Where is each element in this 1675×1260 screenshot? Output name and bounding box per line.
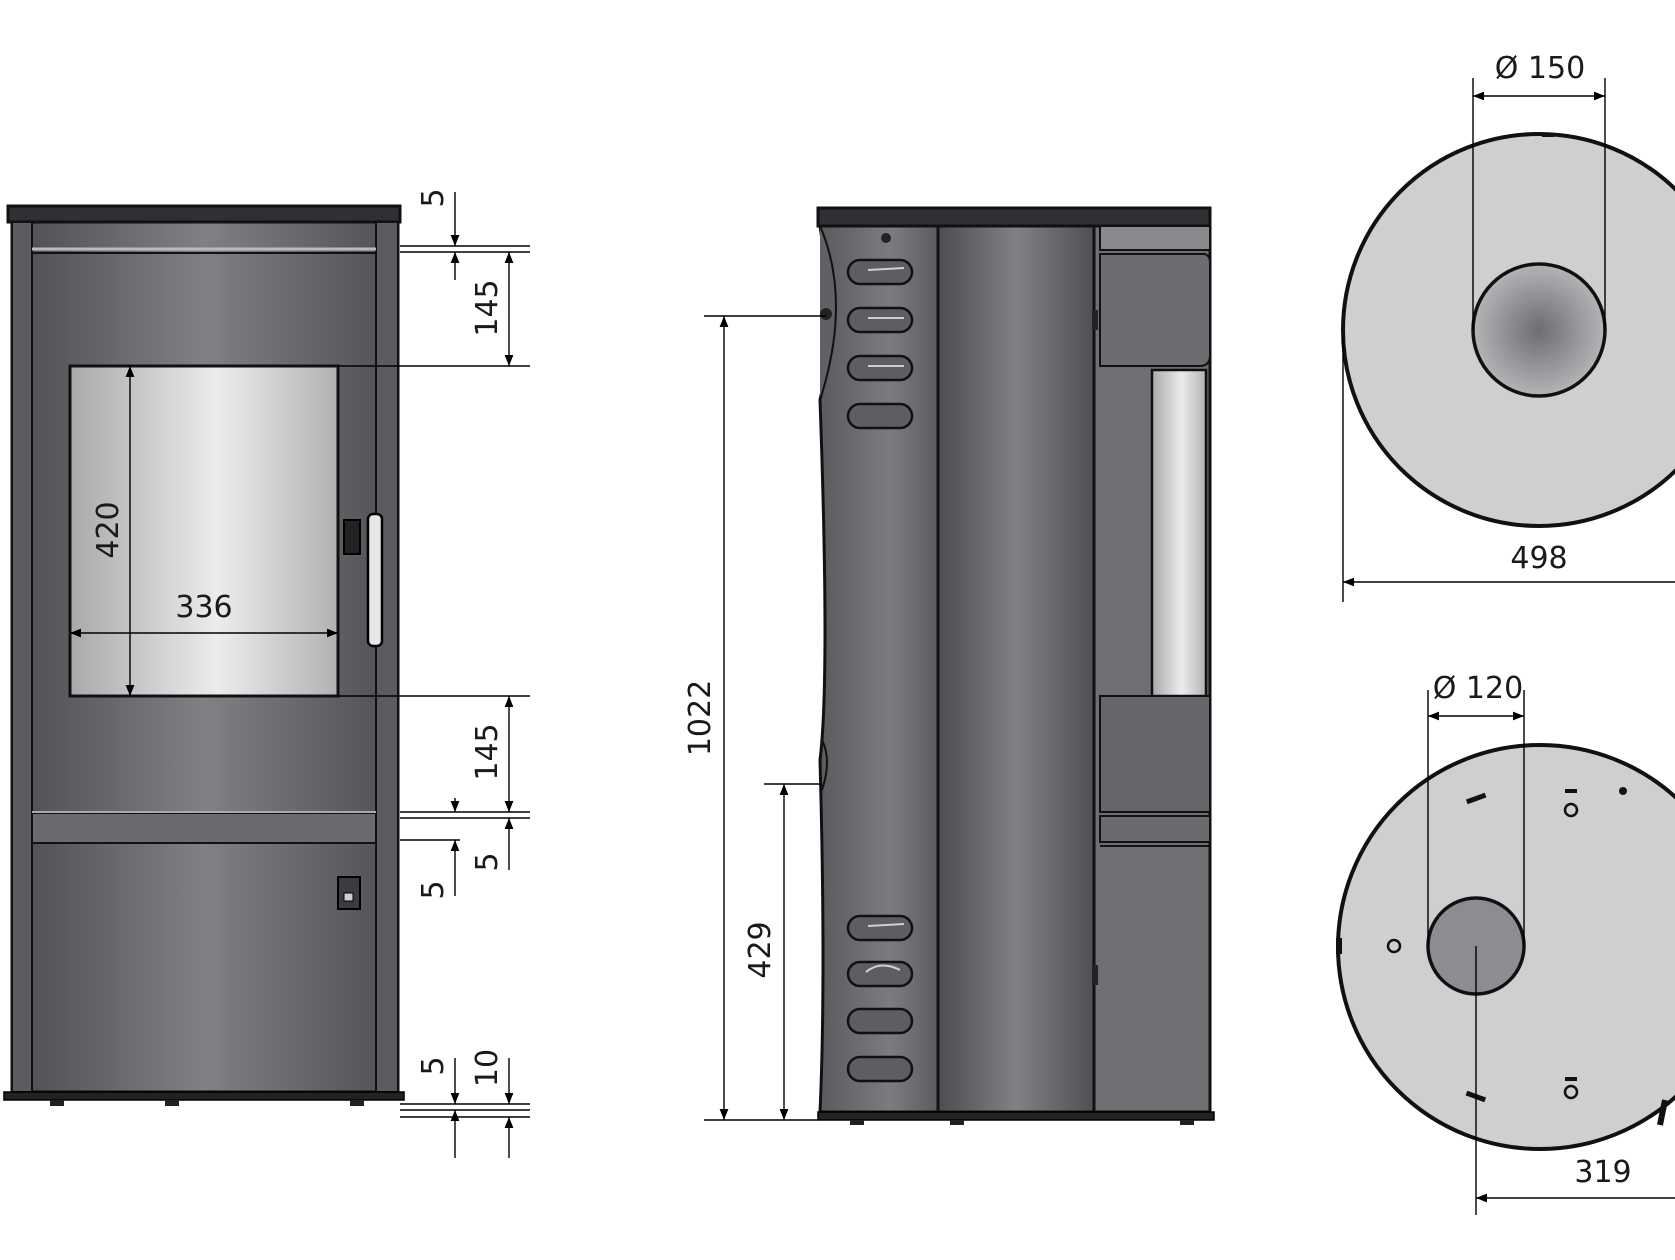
front-view: [3, 204, 405, 1106]
vent-slot: [846, 258, 914, 286]
vent-slot: [846, 1007, 914, 1035]
top-view: Ø 150 498: [1341, 51, 1675, 602]
front-right-pillar: [375, 221, 399, 1093]
front-top-plate: [6, 204, 402, 224]
front-lower-panel-label: 145: [470, 723, 505, 780]
side-view: [816, 206, 1215, 1125]
front-mid-band: [31, 812, 377, 844]
side-base: [817, 1111, 1215, 1121]
bottom-view: Ø 120 319: [1336, 671, 1675, 1215]
front-top-gap-label: 5: [416, 188, 451, 207]
side-dimension-lines: [704, 315, 826, 1121]
vent-slot: [846, 402, 914, 430]
vent-slot: [846, 1055, 914, 1083]
front-upper-panel-label: 145: [470, 279, 505, 336]
front-bottom-gap-label: 5: [416, 1056, 451, 1075]
front-left-pillar: [11, 221, 33, 1093]
side-air-inlet-height-label: 429: [743, 921, 778, 978]
front-foot-height-label: 10: [470, 1049, 505, 1087]
side-air-vents: [846, 258, 914, 1083]
body-diameter-label: 498: [1510, 541, 1567, 576]
side-glass-profile: [1150, 368, 1208, 698]
vent-slot: [846, 914, 914, 942]
air-offset-label: 319: [1574, 1155, 1631, 1190]
door-handle: [343, 512, 384, 648]
front-glass-height-label: 420: [91, 501, 126, 558]
flue-outlet: [1471, 262, 1607, 398]
front-mid-gap-left-label: 5: [416, 880, 451, 899]
side-total-height-label: 1022: [683, 680, 718, 756]
vent-slot: [846, 354, 914, 382]
front-dimension-labels: 5 145 420 336 145 5 5 5 10: [91, 188, 505, 1087]
front-glass: [68, 364, 340, 698]
flue-diameter-label: Ø 150: [1495, 51, 1585, 86]
side-center-panel: [936, 224, 1096, 1114]
front-glass-width-label: 336: [175, 590, 232, 625]
front-dimension-lines: [70, 192, 514, 1158]
side-top-plate: [816, 206, 1212, 228]
air-diameter-label: Ø 120: [1433, 671, 1523, 706]
front-mid-gap-right-label: 5: [470, 852, 505, 871]
vent-slot: [846, 306, 914, 334]
front-base: [3, 1091, 405, 1101]
